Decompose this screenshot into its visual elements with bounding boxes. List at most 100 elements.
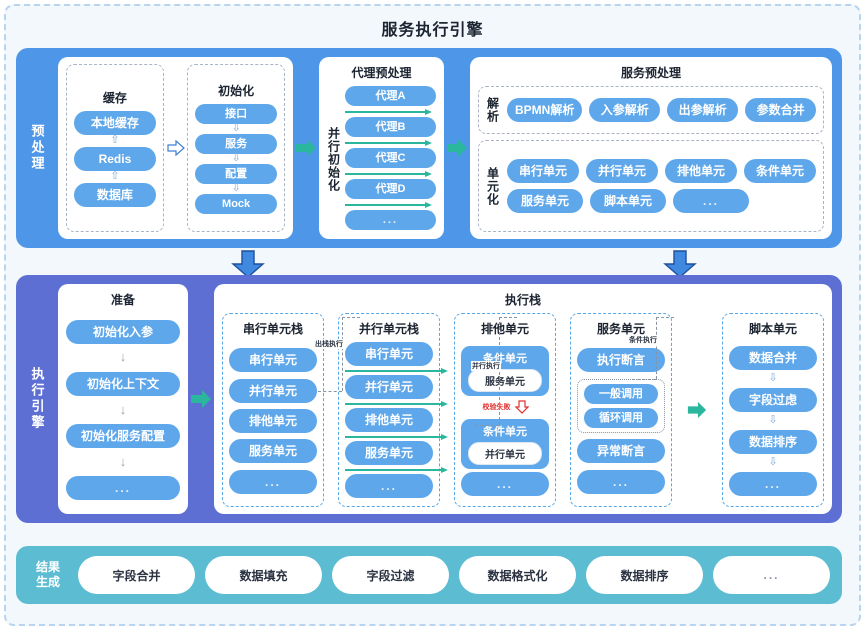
- pill-init-params[interactable]: 初始化入参: [66, 319, 180, 344]
- pill-error-assert[interactable]: 异常断言: [577, 439, 665, 464]
- result-data-sort[interactable]: 数据排序: [586, 556, 703, 594]
- pill-bpmn-parse[interactable]: BPMN解析: [507, 98, 583, 122]
- pill-loop-call[interactable]: 循环调用: [584, 407, 658, 428]
- pill-parallel-unit[interactable]: 并行单元: [586, 159, 658, 183]
- execution-stack-card: 执行栈 串行单元栈 串行单元 并行单元 排他单元 服务单元 ... 并行单元栈: [214, 284, 832, 514]
- cache-group-title: 缓存: [102, 91, 127, 105]
- teal-arrow-icon: [345, 170, 436, 178]
- pill-serial-unit[interactable]: 串行单元: [229, 348, 317, 373]
- pill-database[interactable]: 数据库: [74, 183, 156, 207]
- validate-fail-connector: 校验失败: [482, 399, 529, 415]
- parse-group-label: 解析: [485, 97, 500, 123]
- connector-parallel-exec-arrow-h: [499, 317, 517, 318]
- pill-agent-a[interactable]: 代理A: [345, 86, 436, 106]
- teal-arrow-icon: [345, 108, 436, 116]
- pill-interface[interactable]: 接口: [195, 104, 277, 124]
- pill-normal-call[interactable]: 一般调用: [584, 383, 658, 404]
- pill-service-unit[interactable]: 服务单元: [345, 441, 433, 465]
- teal-arrow-icon: [345, 433, 448, 441]
- pill-parallel-unit[interactable]: 并行单元: [229, 378, 317, 403]
- pill-serial-unit[interactable]: 串行单元: [345, 342, 433, 366]
- arrow-down-red-icon: [514, 400, 529, 415]
- pill-redis[interactable]: Redis: [74, 147, 156, 171]
- result-data-fill[interactable]: 数据填充: [205, 556, 322, 594]
- pill-parallel-unit[interactable]: 并行单元: [345, 375, 433, 399]
- arrow-up-icon: ⇧: [110, 134, 120, 146]
- result-field-filter[interactable]: 字段过滤: [332, 556, 449, 594]
- unitize-group: 单元化 串行单元 并行单元 排他单元 条件单元 服务单元 脚本单元 ...: [478, 140, 824, 232]
- condition-unit-block-2[interactable]: 条件单元 并行单元: [461, 418, 549, 469]
- pill-agent-d[interactable]: 代理D: [345, 179, 436, 199]
- pill-service[interactable]: 服务: [195, 134, 277, 154]
- preprocess-stage-label: 预处理: [29, 124, 45, 172]
- stage-down-arrow-icon: [231, 250, 265, 280]
- stack-column-service-title: 服务单元: [596, 322, 645, 336]
- pill-condition-unit[interactable]: 条件单元: [744, 159, 816, 183]
- pill-input-parse[interactable]: 入参解析: [589, 98, 661, 122]
- pill-agent-c[interactable]: 代理C: [345, 148, 436, 168]
- condition-unit-2-inner[interactable]: 并行单元: [468, 441, 542, 465]
- cache-group: 缓存 本地缓存 ⇧ Redis ⇧ 数据库: [66, 64, 164, 232]
- pill-serial-more[interactable]: ...: [229, 469, 317, 494]
- pill-prepare-more[interactable]: ...: [66, 476, 180, 501]
- agent-side-label: 并行初始化: [326, 126, 341, 192]
- result-field-merge[interactable]: 字段合并: [78, 556, 195, 594]
- cache-init-card: 缓存 本地缓存 ⇧ Redis ⇧ 数据库 初始化 接口 ⇩ 服务 ⇩ 配置: [58, 57, 293, 239]
- pill-field-filter[interactable]: 字段过虑: [729, 388, 817, 412]
- connector-cond-exec-line-h: [632, 379, 656, 380]
- pill-exec-assert[interactable]: 执行断言: [577, 348, 665, 373]
- pill-mock[interactable]: Mock: [195, 194, 277, 214]
- stack-column-script-title: 脚本单元: [748, 322, 797, 336]
- connector-pop-exec-line: [342, 317, 343, 391]
- connector-parallel-exec-line-h: [475, 425, 499, 426]
- results-label: 结果 生成: [28, 560, 68, 590]
- result-more[interactable]: ...: [713, 556, 830, 594]
- execution-stage-label: 执行引擎: [29, 367, 45, 431]
- pill-agent-more[interactable]: ...: [345, 210, 436, 230]
- pill-exclusive-unit[interactable]: 排他单元: [345, 408, 433, 432]
- arrow-up-icon: ⇧: [110, 170, 120, 182]
- flow-arrow-icon: [188, 284, 214, 514]
- flow-arrow-icon: [444, 57, 470, 239]
- pill-output-parse[interactable]: 出参解析: [667, 98, 739, 122]
- pill-config[interactable]: 配置: [195, 164, 277, 184]
- pill-param-merge[interactable]: 参数合并: [745, 98, 817, 122]
- init-group-title: 初始化: [218, 84, 255, 98]
- teal-arrow-icon: [345, 201, 436, 209]
- connector-pop-exec-line-h: [318, 391, 342, 392]
- pill-exclusive-unit[interactable]: 排他单元: [665, 159, 737, 183]
- condition-unit-1-inner[interactable]: 服务单元: [468, 368, 542, 392]
- pill-service-unit[interactable]: 服务单元: [507, 189, 583, 213]
- service-card-title: 服务预处理: [620, 66, 681, 80]
- pill-exclusive-more[interactable]: ...: [461, 472, 549, 497]
- pill-parallel-more[interactable]: ...: [345, 474, 433, 498]
- pill-agent-b[interactable]: 代理B: [345, 117, 436, 137]
- init-group: 初始化 接口 ⇩ 服务 ⇩ 配置 ⇩ Mock: [187, 64, 285, 232]
- agent-card-title: 代理预处理: [351, 66, 412, 80]
- pill-exclusive-unit[interactable]: 排他单元: [229, 408, 317, 433]
- pill-unit-more[interactable]: ...: [673, 189, 749, 213]
- condition-unit-block-1[interactable]: 条件单元 服务单元: [461, 345, 549, 396]
- flow-arrow-icon: [293, 57, 319, 239]
- stack-column-parallel: 并行单元栈 串行单元 并行单元 排他单元: [338, 313, 448, 507]
- pill-script-unit[interactable]: 脚本单元: [590, 189, 666, 213]
- pill-init-service-config[interactable]: 初始化服务配置: [66, 424, 180, 449]
- pill-serial-unit[interactable]: 串行单元: [507, 159, 579, 183]
- arrow-down-icon: ↓: [119, 349, 127, 365]
- stack-column-exclusive: 排他单元 条件单元 服务单元 校验失败 条件单元 并行单元: [454, 313, 556, 507]
- result-data-format[interactable]: 数据格式化: [459, 556, 576, 594]
- teal-arrow-icon: [345, 466, 448, 474]
- pill-script-more[interactable]: ...: [729, 472, 817, 496]
- pill-data-sort[interactable]: 数据排序: [729, 430, 817, 454]
- stack-column-serial: 串行单元栈 串行单元 并行单元 排他单元 服务单元 ...: [222, 313, 324, 507]
- pill-data-merge[interactable]: 数据合并: [729, 346, 817, 370]
- pill-service-more[interactable]: ...: [577, 469, 665, 494]
- pill-init-context[interactable]: 初始化上下文: [66, 371, 180, 396]
- pill-local-cache[interactable]: 本地缓存: [74, 111, 156, 135]
- label-pop-exec: 出栈执行: [314, 339, 344, 349]
- arrow-down-icon: ↓: [119, 453, 127, 469]
- prepare-card: 准备 初始化入参 ↓ 初始化上下文 ↓ 初始化服务配置 ↓ ...: [58, 284, 188, 514]
- preprocess-stage: 预处理 缓存 本地缓存 ⇧ Redis ⇧ 数据库 初始化 接口: [16, 48, 842, 248]
- unitize-group-label: 单元化: [485, 166, 500, 206]
- pill-service-unit[interactable]: 服务单元: [229, 439, 317, 464]
